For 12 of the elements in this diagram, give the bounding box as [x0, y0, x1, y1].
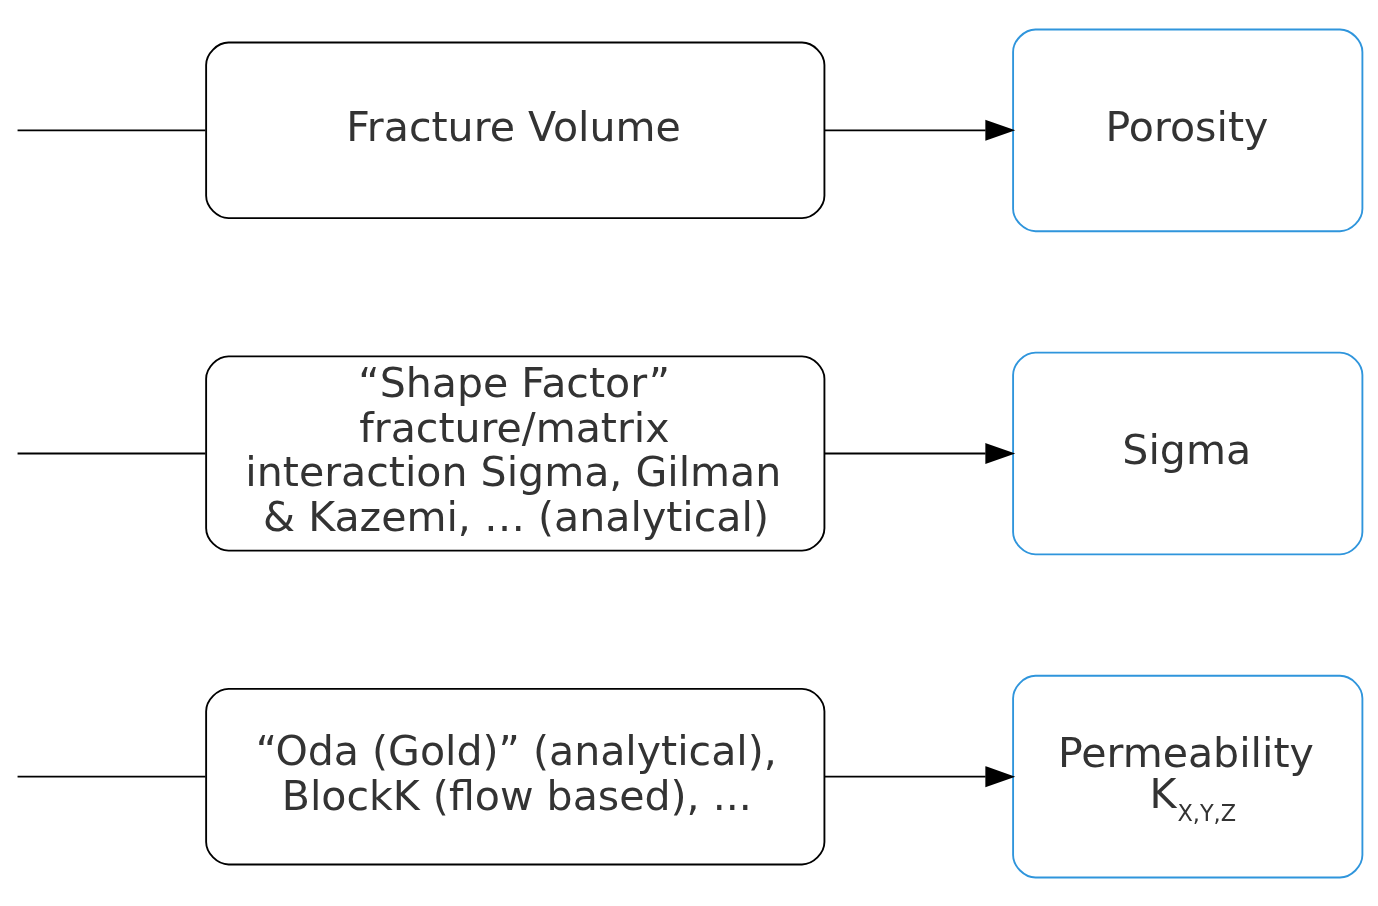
node-box: Fracture Volume [205, 41, 826, 219]
node-box: Porosity [1012, 28, 1364, 232]
connector [16, 128, 207, 131]
arrow [823, 442, 1016, 464]
connector [16, 452, 207, 454]
node-box: Sigma [1012, 351, 1364, 555]
connector [16, 775, 207, 778]
arrow [823, 119, 1016, 141]
node-box: “Shape Factor” fracture/matrix interaction Sigma, Gilman & Kazemi, … (analytical) [205, 354, 826, 552]
arrow [823, 765, 1016, 787]
node-box: Permeability K$_{X,Y,Z}$ [1012, 674, 1364, 878]
node-box: “Oda (Gold)” (analytical), BlockK (flow based), ... [205, 687, 826, 865]
